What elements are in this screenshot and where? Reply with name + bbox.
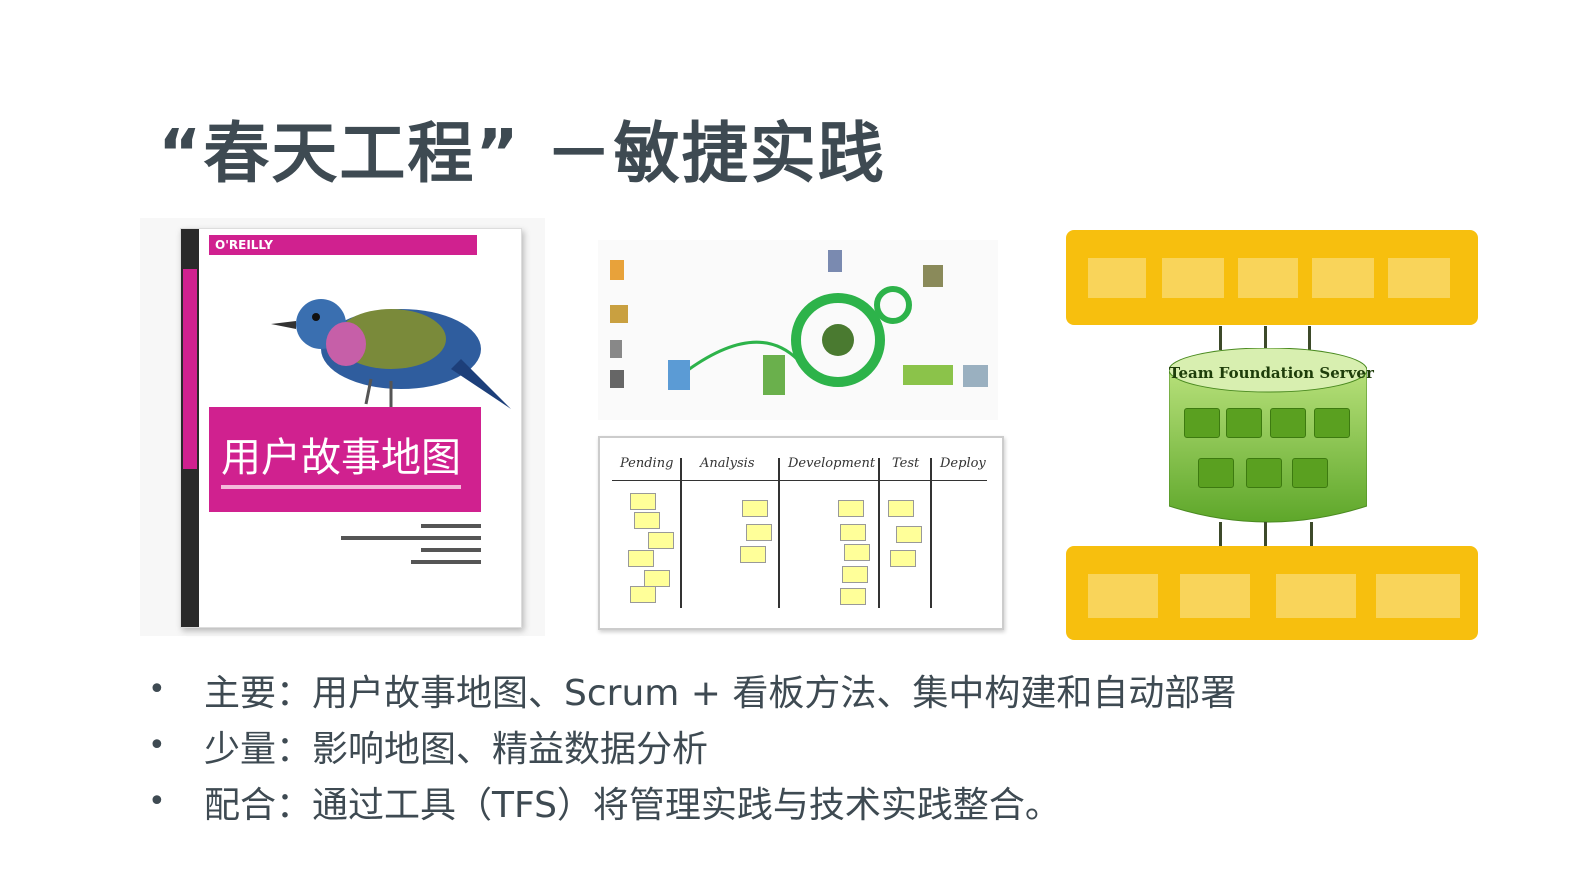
client-box xyxy=(1312,258,1374,298)
book-authors xyxy=(341,524,481,572)
backend-box xyxy=(1088,574,1158,618)
service-box xyxy=(1270,408,1306,438)
client-box xyxy=(1238,258,1298,298)
service-box xyxy=(1292,458,1328,488)
service-box xyxy=(1246,458,1282,488)
down-arrow xyxy=(1219,522,1222,546)
kanban-column-test: Test xyxy=(892,456,920,471)
kanban-board: Pending Analysis Development Test Deploy xyxy=(598,436,1004,630)
kanban-column-analysis: Analysis xyxy=(700,456,755,471)
kanban-column-pending: Pending xyxy=(620,456,674,471)
client-box xyxy=(1088,258,1146,298)
sticky-note xyxy=(840,524,866,541)
sticky-note xyxy=(840,588,866,605)
bullet-text: 主要：用户故事地图、Scrum + 看板方法、集中构建和自动部署 xyxy=(204,673,1237,714)
client-layer-bar xyxy=(1066,230,1478,325)
book-title: 用户故事地图 xyxy=(221,435,461,481)
bullet-text: 少量：影响地图、精益数据分析 xyxy=(204,729,709,770)
kanban-column-development: Development xyxy=(788,456,876,471)
bullet-marker: • xyxy=(148,784,166,819)
tfs-server-label: Team Foundation Server xyxy=(1169,364,1374,382)
client-box xyxy=(1162,258,1224,298)
sticky-note xyxy=(844,544,870,561)
sticky-note xyxy=(890,550,916,567)
bullet-marker: • xyxy=(148,672,166,707)
sticky-note xyxy=(888,500,914,517)
kanban-divider xyxy=(930,458,932,608)
book-publisher: O'REILLY xyxy=(209,235,477,255)
service-box xyxy=(1198,458,1234,488)
book-cover: O'REILLY 用户故事地图 xyxy=(180,228,522,628)
sticky-note xyxy=(896,526,922,543)
agile-process-image: Pending Analysis Development Test Deploy xyxy=(598,240,1004,635)
scrum-flow-diagram xyxy=(598,240,998,420)
sticky-note xyxy=(630,493,656,510)
up-arrow xyxy=(1308,326,1311,350)
kanban-header-line xyxy=(612,480,987,481)
book-subtitle-line xyxy=(221,485,461,489)
sticky-note xyxy=(648,532,674,549)
service-box xyxy=(1314,408,1350,438)
bullet-text: 配合：通过工具（TFS）将管理实践与技术实践整合。 xyxy=(204,785,1061,826)
bullet-marker: • xyxy=(148,728,166,763)
sticky-note xyxy=(630,586,656,603)
book-cover-image: O'REILLY 用户故事地图 xyxy=(140,218,545,636)
backend-box xyxy=(1276,574,1356,618)
down-arrow xyxy=(1264,522,1267,546)
kanban-column-deploy: Deploy xyxy=(940,456,986,471)
kanban-divider xyxy=(680,458,682,608)
service-box xyxy=(1184,408,1220,438)
tfs-architecture-image: Team Foundation Server xyxy=(1066,230,1480,642)
kanban-divider xyxy=(878,458,880,608)
book-title-band: 用户故事地图 xyxy=(209,407,481,512)
up-arrow xyxy=(1264,326,1267,350)
backend-layer-bar xyxy=(1066,546,1478,640)
backend-box xyxy=(1376,574,1460,618)
sticky-note xyxy=(634,512,660,529)
book-spine-label xyxy=(183,269,197,469)
service-box xyxy=(1226,408,1262,438)
sticky-note xyxy=(746,524,772,541)
sticky-note xyxy=(628,550,654,567)
sticky-note xyxy=(742,500,768,517)
sticky-note xyxy=(842,566,868,583)
sticky-note xyxy=(838,500,864,517)
sticky-note xyxy=(644,570,670,587)
up-arrow xyxy=(1219,326,1222,350)
client-box xyxy=(1388,258,1450,298)
kanban-divider xyxy=(778,458,780,608)
slide-title: “春天工程” －敏捷实践 xyxy=(158,115,886,192)
sticky-note xyxy=(740,546,766,563)
down-arrow xyxy=(1310,522,1313,546)
bird-illustration xyxy=(271,299,511,409)
backend-box xyxy=(1180,574,1250,618)
